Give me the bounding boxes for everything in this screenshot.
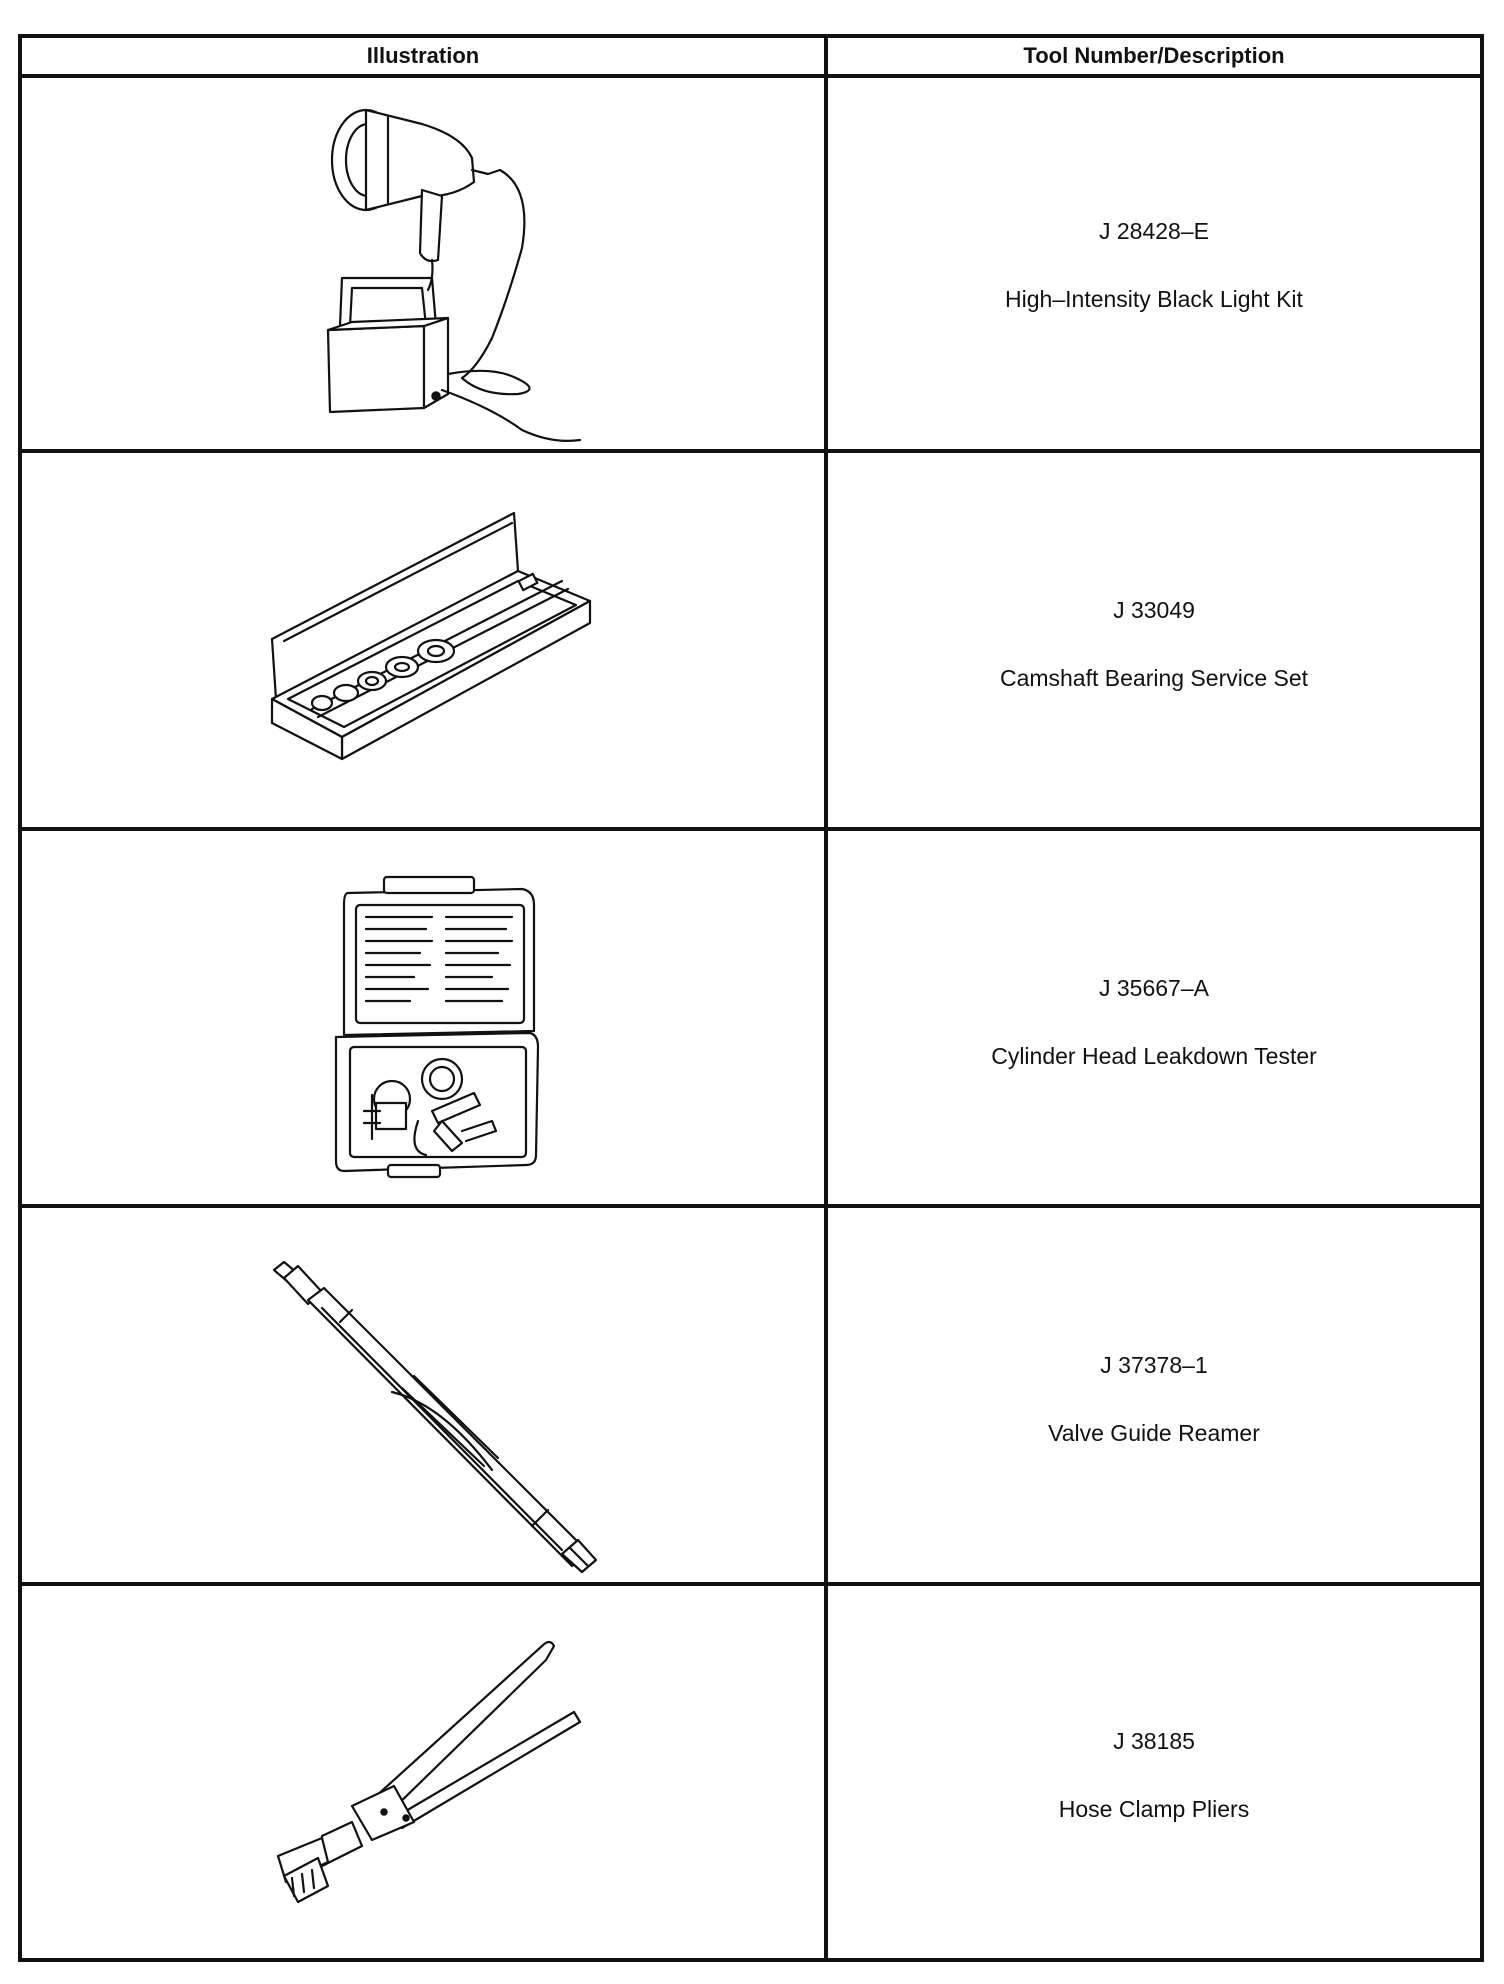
column-divider <box>824 38 828 1958</box>
table-row: J 28428–E High–Intensity Black Light Kit <box>22 78 1480 453</box>
table-row: J 35667–A Cylinder Head Leakdown Tester <box>22 831 1480 1208</box>
tool-number: J 38185 <box>1113 1728 1195 1754</box>
tool-name: Cylinder Head Leakdown Tester <box>991 1043 1317 1069</box>
tool-name: Valve Guide Reamer <box>1048 1420 1260 1446</box>
tool-description-cell: J 37378–1 Valve Guide Reamer <box>828 1208 1480 1582</box>
tool-description-header: Tool Number/Description <box>1023 43 1285 68</box>
table-row: J 33049 Camshaft Bearing Service Set <box>22 453 1480 831</box>
tool-description-cell: J 33049 Camshaft Bearing Service Set <box>828 453 1480 827</box>
tool-number: J 33049 <box>1113 597 1195 623</box>
tool-description-cell: J 28428–E High–Intensity Black Light Kit <box>828 78 1480 449</box>
camshaft-bearing-set-icon <box>22 453 824 827</box>
table-row: J 38185 Hose Clamp Pliers <box>22 1586 1480 1958</box>
tool-name: High–Intensity Black Light Kit <box>1005 286 1303 312</box>
table-row: J 37378–1 Valve Guide Reamer <box>22 1208 1480 1586</box>
tool-table: Illustration Tool Number/Description <box>18 34 1484 1962</box>
tool-description-cell: J 38185 Hose Clamp Pliers <box>828 1586 1480 1958</box>
tool-name: Hose Clamp Pliers <box>1058 1796 1250 1822</box>
tool-description-cell: J 35667–A Cylinder Head Leakdown Tester <box>828 831 1480 1204</box>
illustration-header: Illustration <box>366 43 480 68</box>
valve-guide-reamer-icon <box>22 1208 824 1582</box>
tool-number: J 28428–E <box>1099 218 1209 244</box>
table-header: Illustration Tool Number/Description <box>22 38 1480 78</box>
tool-number: J 35667–A <box>1099 975 1209 1001</box>
tool-name: Camshaft Bearing Service Set <box>999 665 1309 691</box>
leakdown-tester-icon <box>22 831 824 1204</box>
black-light-kit-icon <box>22 78 824 449</box>
hose-clamp-pliers-icon <box>22 1586 824 1958</box>
tool-number: J 37378–1 <box>1100 1352 1208 1378</box>
